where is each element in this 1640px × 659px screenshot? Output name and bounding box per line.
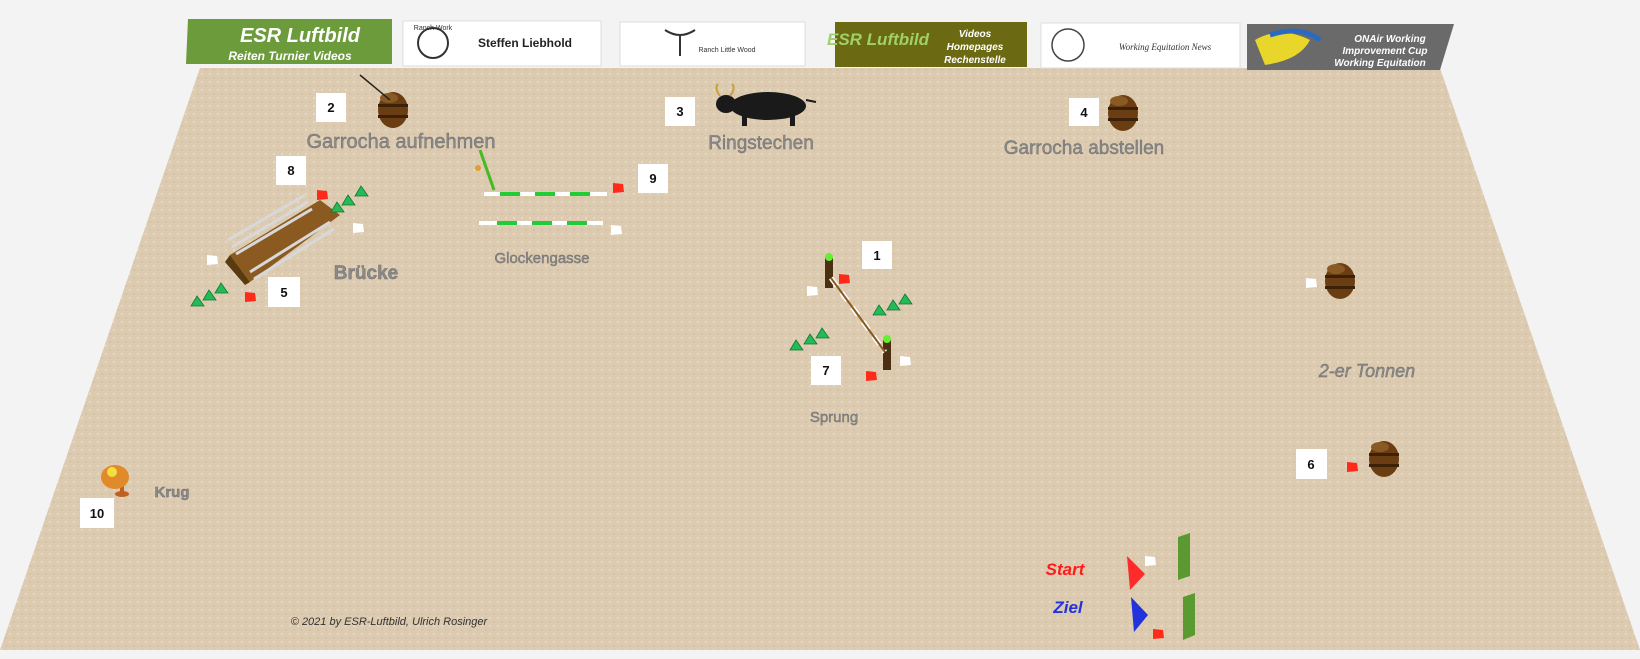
- copyright: © 2021 by ESR-Luftbild, Ulrich Rosinger: [291, 616, 489, 628]
- label-2er-tonnen: 2-er Tonnen: [1318, 361, 1415, 381]
- svg-text:Working Equitation: Working Equitation: [1334, 58, 1425, 69]
- banner-working-equitation-news: Working Equitation News: [1040, 22, 1241, 69]
- banner-ranch-little-wood: Ranch Little Wood: [619, 21, 806, 67]
- start-post-icon: [1178, 533, 1190, 580]
- svg-text:Ranch Little Wood: Ranch Little Wood: [698, 47, 755, 54]
- svg-text:Homepages: Homepages: [947, 42, 1004, 53]
- barrel-icon: [1325, 263, 1355, 299]
- svg-text:4: 4: [1080, 105, 1088, 120]
- svg-text:ONAir Working: ONAir Working: [1354, 34, 1425, 45]
- label-ringstechen: Ringstechen: [708, 133, 814, 154]
- svg-text:2: 2: [327, 100, 334, 115]
- bridge-icon: [225, 193, 340, 285]
- label-krug: Krug: [155, 484, 190, 501]
- ziel-post-icon: [1183, 593, 1195, 640]
- banner-onair-cup: ONAir Working Improvement Cup Working Eq…: [1247, 24, 1454, 70]
- svg-text:8: 8: [287, 163, 294, 178]
- svg-text:Improvement Cup: Improvement Cup: [1342, 46, 1427, 57]
- barrel-icon: [1369, 441, 1399, 477]
- svg-text:5: 5: [280, 285, 287, 300]
- svg-text:1: 1: [873, 248, 880, 263]
- label-glockengasse: Glockengasse: [494, 250, 589, 267]
- bull-icon: [715, 83, 817, 126]
- svg-text:ESR Luftbild: ESR Luftbild: [240, 25, 361, 47]
- banner-esr-videos: ESR Luftbild Videos Homepages Rechenstel…: [827, 22, 1027, 67]
- label-garrocha-abstellen: Garrocha abstellen: [1004, 138, 1165, 159]
- svg-text:Working Equitation News: Working Equitation News: [1119, 42, 1212, 52]
- ziel-label: Ziel: [1052, 598, 1084, 617]
- svg-text:Ranch Work: Ranch Work: [414, 25, 453, 32]
- start-label: Start: [1046, 560, 1086, 579]
- banner-steffen-liebhold: Ranch Work Steffen Liebhold: [402, 20, 602, 67]
- label-garrocha-aufnehmen: Garrocha aufnehmen: [306, 131, 495, 153]
- glockengasse-poles: [475, 149, 607, 225]
- svg-text:Reiten Turnier Videos: Reiten Turnier Videos: [228, 49, 352, 63]
- svg-text:6: 6: [1307, 457, 1314, 472]
- start-flag-icon: [1127, 556, 1145, 590]
- station-numbers: 1 2 3 4 5 6 7 8 9 10: [80, 93, 1327, 528]
- barrel-icon: [378, 92, 408, 128]
- svg-text:ESR Luftbild: ESR Luftbild: [827, 30, 930, 49]
- svg-text:10: 10: [90, 506, 104, 521]
- svg-text:Rechenstelle: Rechenstelle: [944, 55, 1006, 66]
- jump-obstacle: [825, 253, 891, 370]
- label-bruecke: Brücke: [334, 263, 398, 284]
- jug-table-icon: [101, 465, 129, 497]
- svg-text:3: 3: [676, 104, 683, 119]
- barrel-icon: [1108, 95, 1138, 131]
- svg-text:7: 7: [822, 363, 829, 378]
- bell-icon: [475, 165, 481, 171]
- ziel-flag-icon: [1131, 597, 1148, 632]
- svg-text:Videos: Videos: [959, 29, 992, 40]
- svg-text:9: 9: [649, 171, 656, 186]
- label-sprung: Sprung: [810, 409, 858, 426]
- svg-text:Steffen Liebhold: Steffen Liebhold: [478, 36, 572, 50]
- garrocha-pole-icon: [359, 74, 391, 101]
- banner-esr-reiten: ESR Luftbild Reiten Turnier Videos: [186, 19, 392, 64]
